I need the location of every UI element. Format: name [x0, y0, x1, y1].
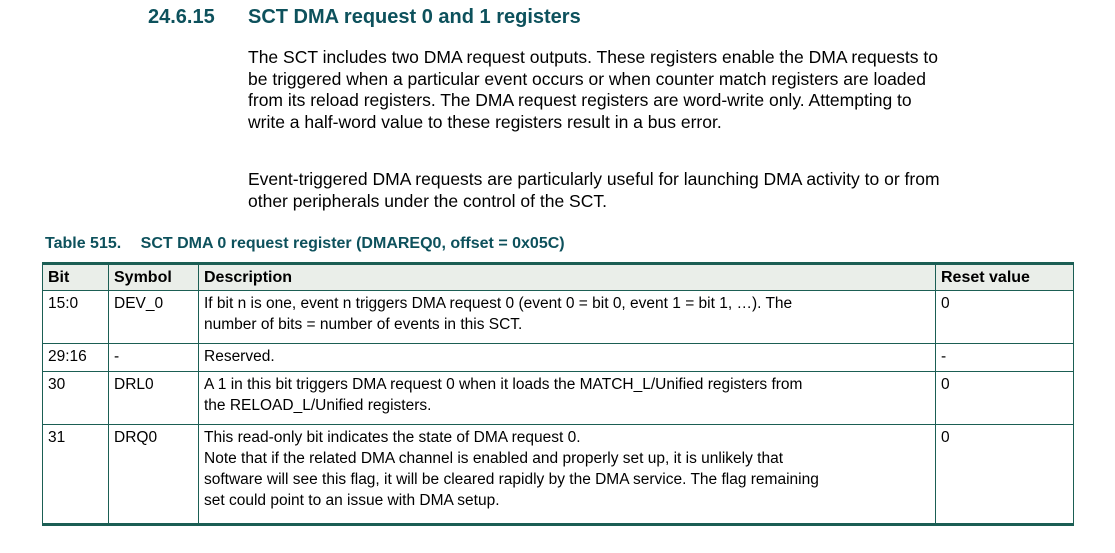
bit-cell: 31: [42, 424, 109, 525]
table-row-dev0: 15:0 DEV_0 If bit n is one, event n trig…: [42, 290, 1074, 344]
section-title: SCT DMA request 0 and 1 registers: [248, 6, 581, 28]
description-cell: Reserved.: [198, 343, 936, 372]
reset-value-cell: 0: [935, 290, 1074, 344]
table-header-row: Bit Symbol Description Reset value: [42, 263, 1074, 291]
reset-value-cell: 0: [935, 371, 1074, 425]
paragraph-event-triggered: Event-triggered DMA requests are particu…: [248, 169, 940, 211]
bit-cell: 29:16: [42, 343, 109, 372]
table-row-drl0: 30 DRL0 A 1 in this bit triggers DMA req…: [42, 371, 1074, 425]
table-caption-label: Table 515.: [45, 235, 122, 252]
reset-value-cell: -: [935, 343, 1074, 372]
symbol-cell: -: [108, 343, 199, 372]
section-number: 24.6.15: [148, 6, 215, 28]
table-row-reserved: 29:16 - Reserved. -: [42, 343, 1074, 372]
section-heading: 24.6.15 SCT DMA request 0 and 1 register…: [148, 6, 581, 29]
col-header-symbol: Symbol: [108, 263, 199, 291]
description-cell: A 1 in this bit triggers DMA request 0 w…: [198, 371, 936, 425]
paragraph-intro: The SCT includes two DMA request outputs…: [248, 47, 938, 132]
table-caption-title: SCT DMA 0 request register (DMAREQ0, off…: [140, 235, 565, 252]
bit-cell: 30: [42, 371, 109, 425]
symbol-cell: DRQ0: [108, 424, 199, 525]
col-header-description: Description: [198, 263, 936, 291]
description-cell: This read-only bit indicates the state o…: [198, 424, 936, 525]
col-header-reset-value: Reset value: [935, 263, 1074, 291]
table-row-drq0: 31 DRQ0 This read-only bit indicates the…: [42, 424, 1074, 525]
col-header-bit: Bit: [42, 263, 109, 291]
reset-value-cell: 0: [935, 424, 1074, 525]
symbol-cell: DRL0: [108, 371, 199, 425]
symbol-cell: DEV_0: [108, 290, 199, 344]
register-table: Bit Symbol Description Reset value 15:0 …: [42, 262, 1074, 526]
table-caption: Table 515. SCT DMA 0 request register (D…: [45, 235, 565, 253]
bit-cell: 15:0: [42, 290, 109, 344]
description-cell: If bit n is one, event n triggers DMA re…: [198, 290, 936, 344]
